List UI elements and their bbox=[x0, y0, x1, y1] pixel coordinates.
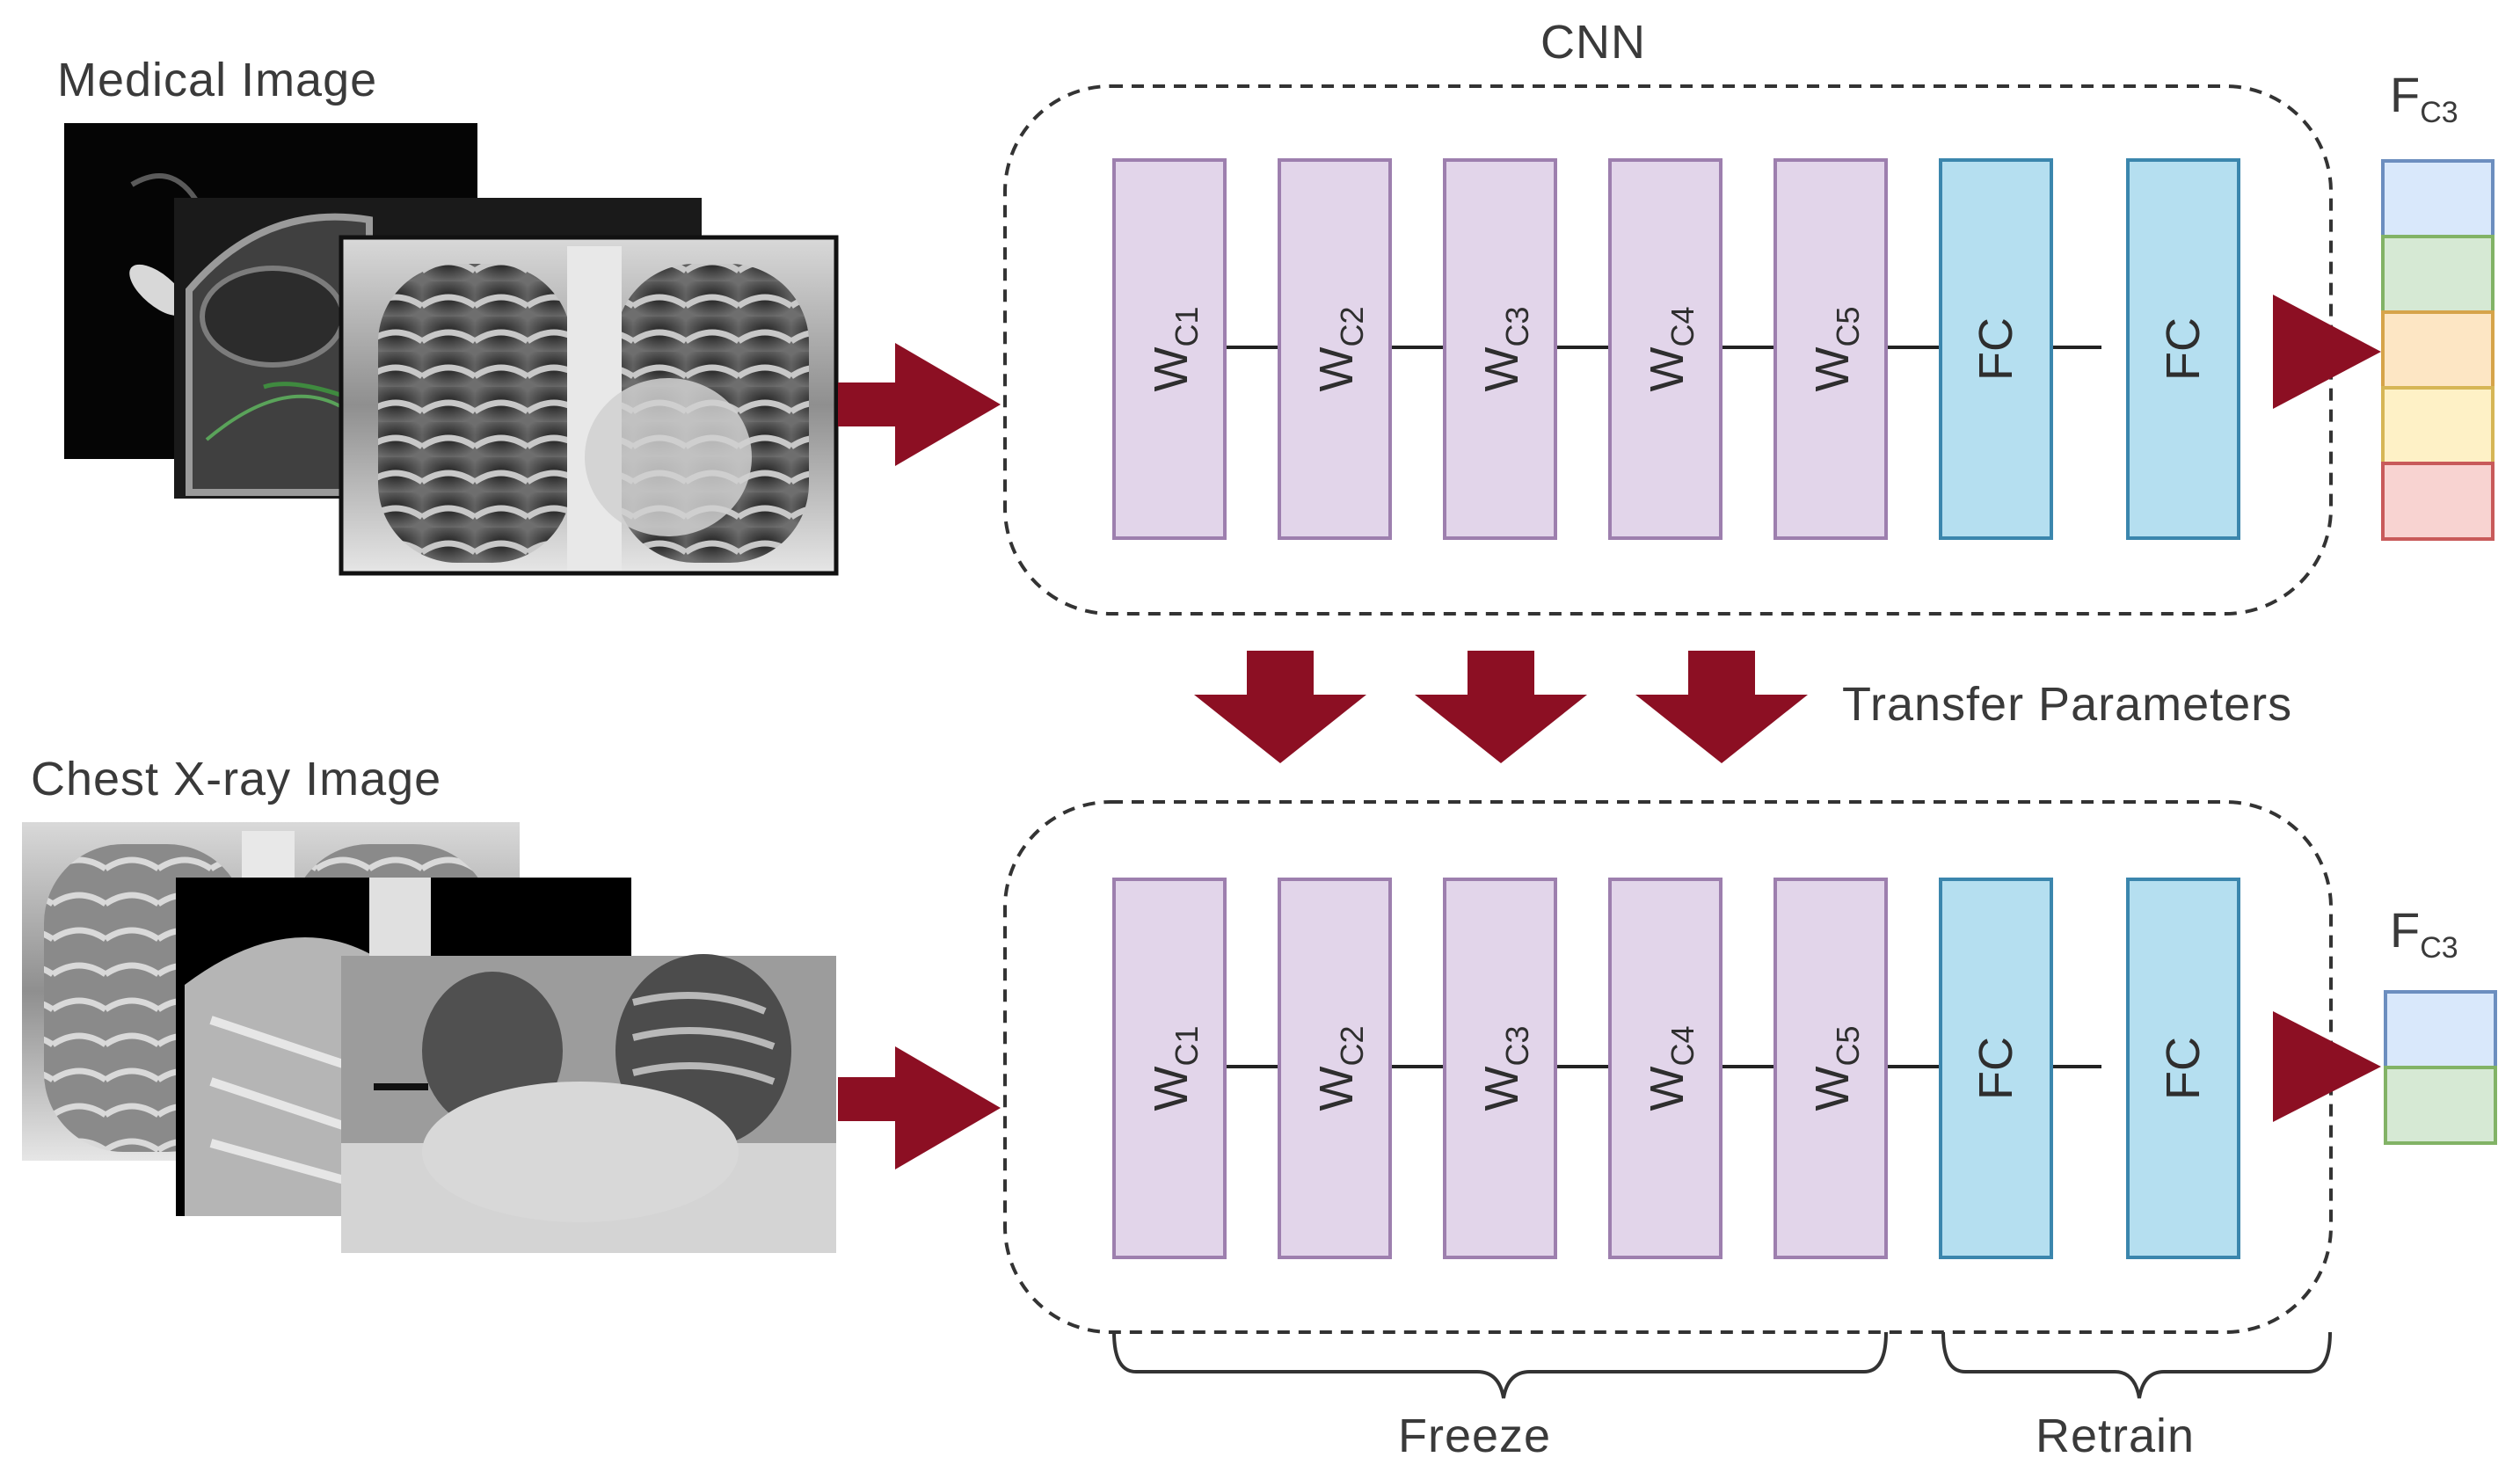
chest-xray-image-label: Chest X-ray Image bbox=[31, 753, 442, 805]
svg-text:WC1: WC1 bbox=[1145, 1026, 1205, 1111]
source-output-class-cell-1 bbox=[2381, 159, 2495, 238]
source-output-class-cell-5 bbox=[2381, 462, 2495, 541]
freeze-brace bbox=[1112, 1331, 1888, 1399]
conv-layer-wc4: WC4 bbox=[1608, 158, 1722, 540]
conv-layer-wc1-target: WC1 bbox=[1112, 878, 1227, 1259]
svg-text:FC: FC bbox=[1970, 317, 2022, 381]
target-xray-thumbnail-3 bbox=[341, 954, 836, 1253]
svg-text:WC4: WC4 bbox=[1641, 307, 1701, 392]
source-output-vector bbox=[2381, 159, 2495, 541]
transfer-arrow-1 bbox=[1194, 651, 1366, 763]
conv-layer-wc3-target: WC3 bbox=[1443, 878, 1557, 1259]
source-network-layers: WC1 WC2 WC3 WC4 WC5 FC bbox=[1112, 158, 2240, 540]
conv-layer-wc5-target: WC5 bbox=[1773, 878, 1888, 1259]
medical-image-stack bbox=[64, 123, 839, 576]
transfer-parameters-label: Transfer Parameters bbox=[1842, 678, 2293, 731]
fc-layer-1-target: FC bbox=[1939, 878, 2053, 1259]
svg-text:WC5: WC5 bbox=[1806, 1026, 1866, 1111]
target-output-vector bbox=[2384, 990, 2497, 1145]
source-output-class-cell-4 bbox=[2381, 386, 2495, 465]
svg-text:FC: FC bbox=[2157, 317, 2210, 381]
conv-layer-wc1: WC1 bbox=[1112, 158, 1227, 540]
target-output-label: FC3 bbox=[2390, 902, 2458, 965]
svg-text:WC4: WC4 bbox=[1641, 1026, 1701, 1111]
source-output-label: FC3 bbox=[2390, 67, 2458, 129]
conv-layer-wc2: WC2 bbox=[1278, 158, 1392, 540]
conv-layer-wc2-target: WC2 bbox=[1278, 878, 1392, 1259]
fc-layer-2: FC bbox=[2126, 158, 2240, 540]
svg-text:FC: FC bbox=[1970, 1037, 2022, 1100]
svg-text:WC2: WC2 bbox=[1310, 1026, 1370, 1111]
input-arrow-target bbox=[838, 1046, 1001, 1169]
retrain-brace bbox=[1941, 1331, 2332, 1399]
freeze-label: Freeze bbox=[1398, 1410, 1552, 1462]
input-arrow-source bbox=[838, 343, 1001, 466]
target-output-class-cell-1 bbox=[2384, 990, 2497, 1069]
transfer-arrow-2 bbox=[1415, 651, 1587, 763]
fc-layer-1: FC bbox=[1939, 158, 2053, 540]
svg-text:WC1: WC1 bbox=[1145, 307, 1205, 392]
chest-xray-thumbnail-1 bbox=[339, 235, 839, 576]
retrain-label: Retrain bbox=[2036, 1410, 2196, 1462]
source-output-class-cell-3 bbox=[2381, 310, 2495, 390]
chest-xray-image-stack bbox=[22, 822, 836, 1253]
transfer-arrow-3 bbox=[1635, 651, 1808, 763]
svg-text:WC3: WC3 bbox=[1475, 1026, 1535, 1111]
svg-text:WC3: WC3 bbox=[1475, 307, 1535, 392]
medical-image-label: Medical Image bbox=[57, 54, 378, 106]
conv-layer-wc5: WC5 bbox=[1773, 158, 1888, 540]
svg-text:WC5: WC5 bbox=[1806, 307, 1866, 392]
target-network-layers: WC1 WC2 WC3 WC4 WC5 FC bbox=[1112, 878, 2240, 1259]
output-arrow-source bbox=[2273, 295, 2381, 409]
fc-layer-2-target: FC bbox=[2126, 878, 2240, 1259]
cnn-title: CNN bbox=[1540, 16, 1646, 69]
source-output-class-cell-2 bbox=[2381, 235, 2495, 314]
conv-layer-wc4-target: WC4 bbox=[1608, 878, 1722, 1259]
conv-layer-wc3: WC3 bbox=[1443, 158, 1557, 540]
svg-text:WC2: WC2 bbox=[1310, 307, 1370, 392]
output-arrow-target bbox=[2273, 1011, 2381, 1122]
svg-text:FC: FC bbox=[2157, 1037, 2210, 1100]
target-output-class-cell-2 bbox=[2384, 1066, 2497, 1145]
